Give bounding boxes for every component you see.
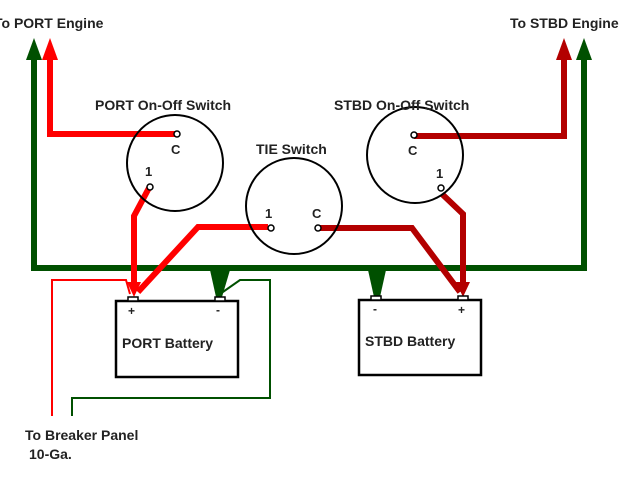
stbd-battery-positive-arrow: [456, 282, 470, 297]
stbd-switch-label: STBD On-Off Switch: [334, 97, 469, 113]
stbd-engine-positive-arrow: [556, 38, 572, 60]
stbd-battery-label: STBD Battery: [365, 333, 455, 349]
port-switch-terminal-c: [173, 130, 181, 138]
port-switch-label: PORT On-Off Switch: [95, 97, 231, 113]
tie-switch-c-label: C: [312, 206, 322, 221]
port-battery-label: PORT Battery: [122, 335, 213, 351]
port-battery-minus-label: -: [216, 303, 220, 317]
stbd-battery-positive-post: [457, 295, 469, 301]
stbd-battery-minus-label: -: [373, 302, 377, 316]
tie-switch-1-label: 1: [265, 206, 272, 221]
port-switch-to-battery-wire: [131, 184, 153, 290]
negative-wire-port-engine: [31, 58, 587, 271]
port-battery-positive-arrow: [127, 282, 141, 297]
port-switch-c-label: C: [171, 142, 181, 157]
tie-to-stbd-battery-wire: [320, 225, 463, 294]
port-engine-negative-arrow: [26, 38, 42, 60]
stbd-switch-1-label: 1: [436, 166, 443, 181]
port-switch-1-label: 1: [145, 164, 152, 179]
stbd-battery-negative-post: [370, 295, 382, 301]
breaker-positive-wire: [51, 279, 131, 416]
port-battery-negative-tap: [210, 270, 230, 297]
stbd-engine-label: To STBD Engine: [510, 15, 619, 31]
breaker-gauge-label: 10-Ga.: [29, 446, 72, 462]
port-engine-label: To PORT Engine: [0, 15, 104, 31]
port-switch-terminal-1: [146, 183, 154, 191]
stbd-switch-c-label: C: [408, 143, 418, 158]
stbd-switch-terminal-1: [437, 184, 445, 192]
stbd-engine-positive-wire: [414, 58, 567, 139]
port-battery-plus-label: +: [128, 304, 135, 318]
tie-to-port-battery-wire: [135, 224, 268, 295]
port-battery[interactable]: [114, 299, 240, 379]
stbd-battery[interactable]: [357, 298, 483, 377]
port-battery-positive-post: [127, 296, 139, 302]
tie-switch-terminal-c: [314, 224, 322, 232]
breaker-panel-label: To Breaker Panel: [25, 427, 138, 443]
tie-switch-label: TIE Switch: [256, 141, 327, 157]
negative-bus: [31, 58, 587, 271]
breaker-negative-wire: [71, 279, 271, 416]
port-engine-positive-arrow: [42, 38, 58, 60]
port-engine-positive-wire: [47, 58, 176, 137]
port-switch-circle[interactable]: [126, 114, 224, 212]
stbd-battery-plus-label: +: [458, 303, 465, 317]
tie-switch-circle[interactable]: [245, 157, 343, 255]
stbd-battery-negative-tap: [368, 270, 386, 297]
stbd-switch-terminal-c: [410, 131, 418, 139]
port-battery-negative-post: [214, 296, 226, 302]
stbd-switch-circle[interactable]: [366, 106, 464, 204]
stbd-switch-to-battery-wire: [439, 191, 466, 290]
tie-switch-terminal-1: [267, 224, 275, 232]
stbd-engine-negative-arrow: [576, 38, 592, 60]
